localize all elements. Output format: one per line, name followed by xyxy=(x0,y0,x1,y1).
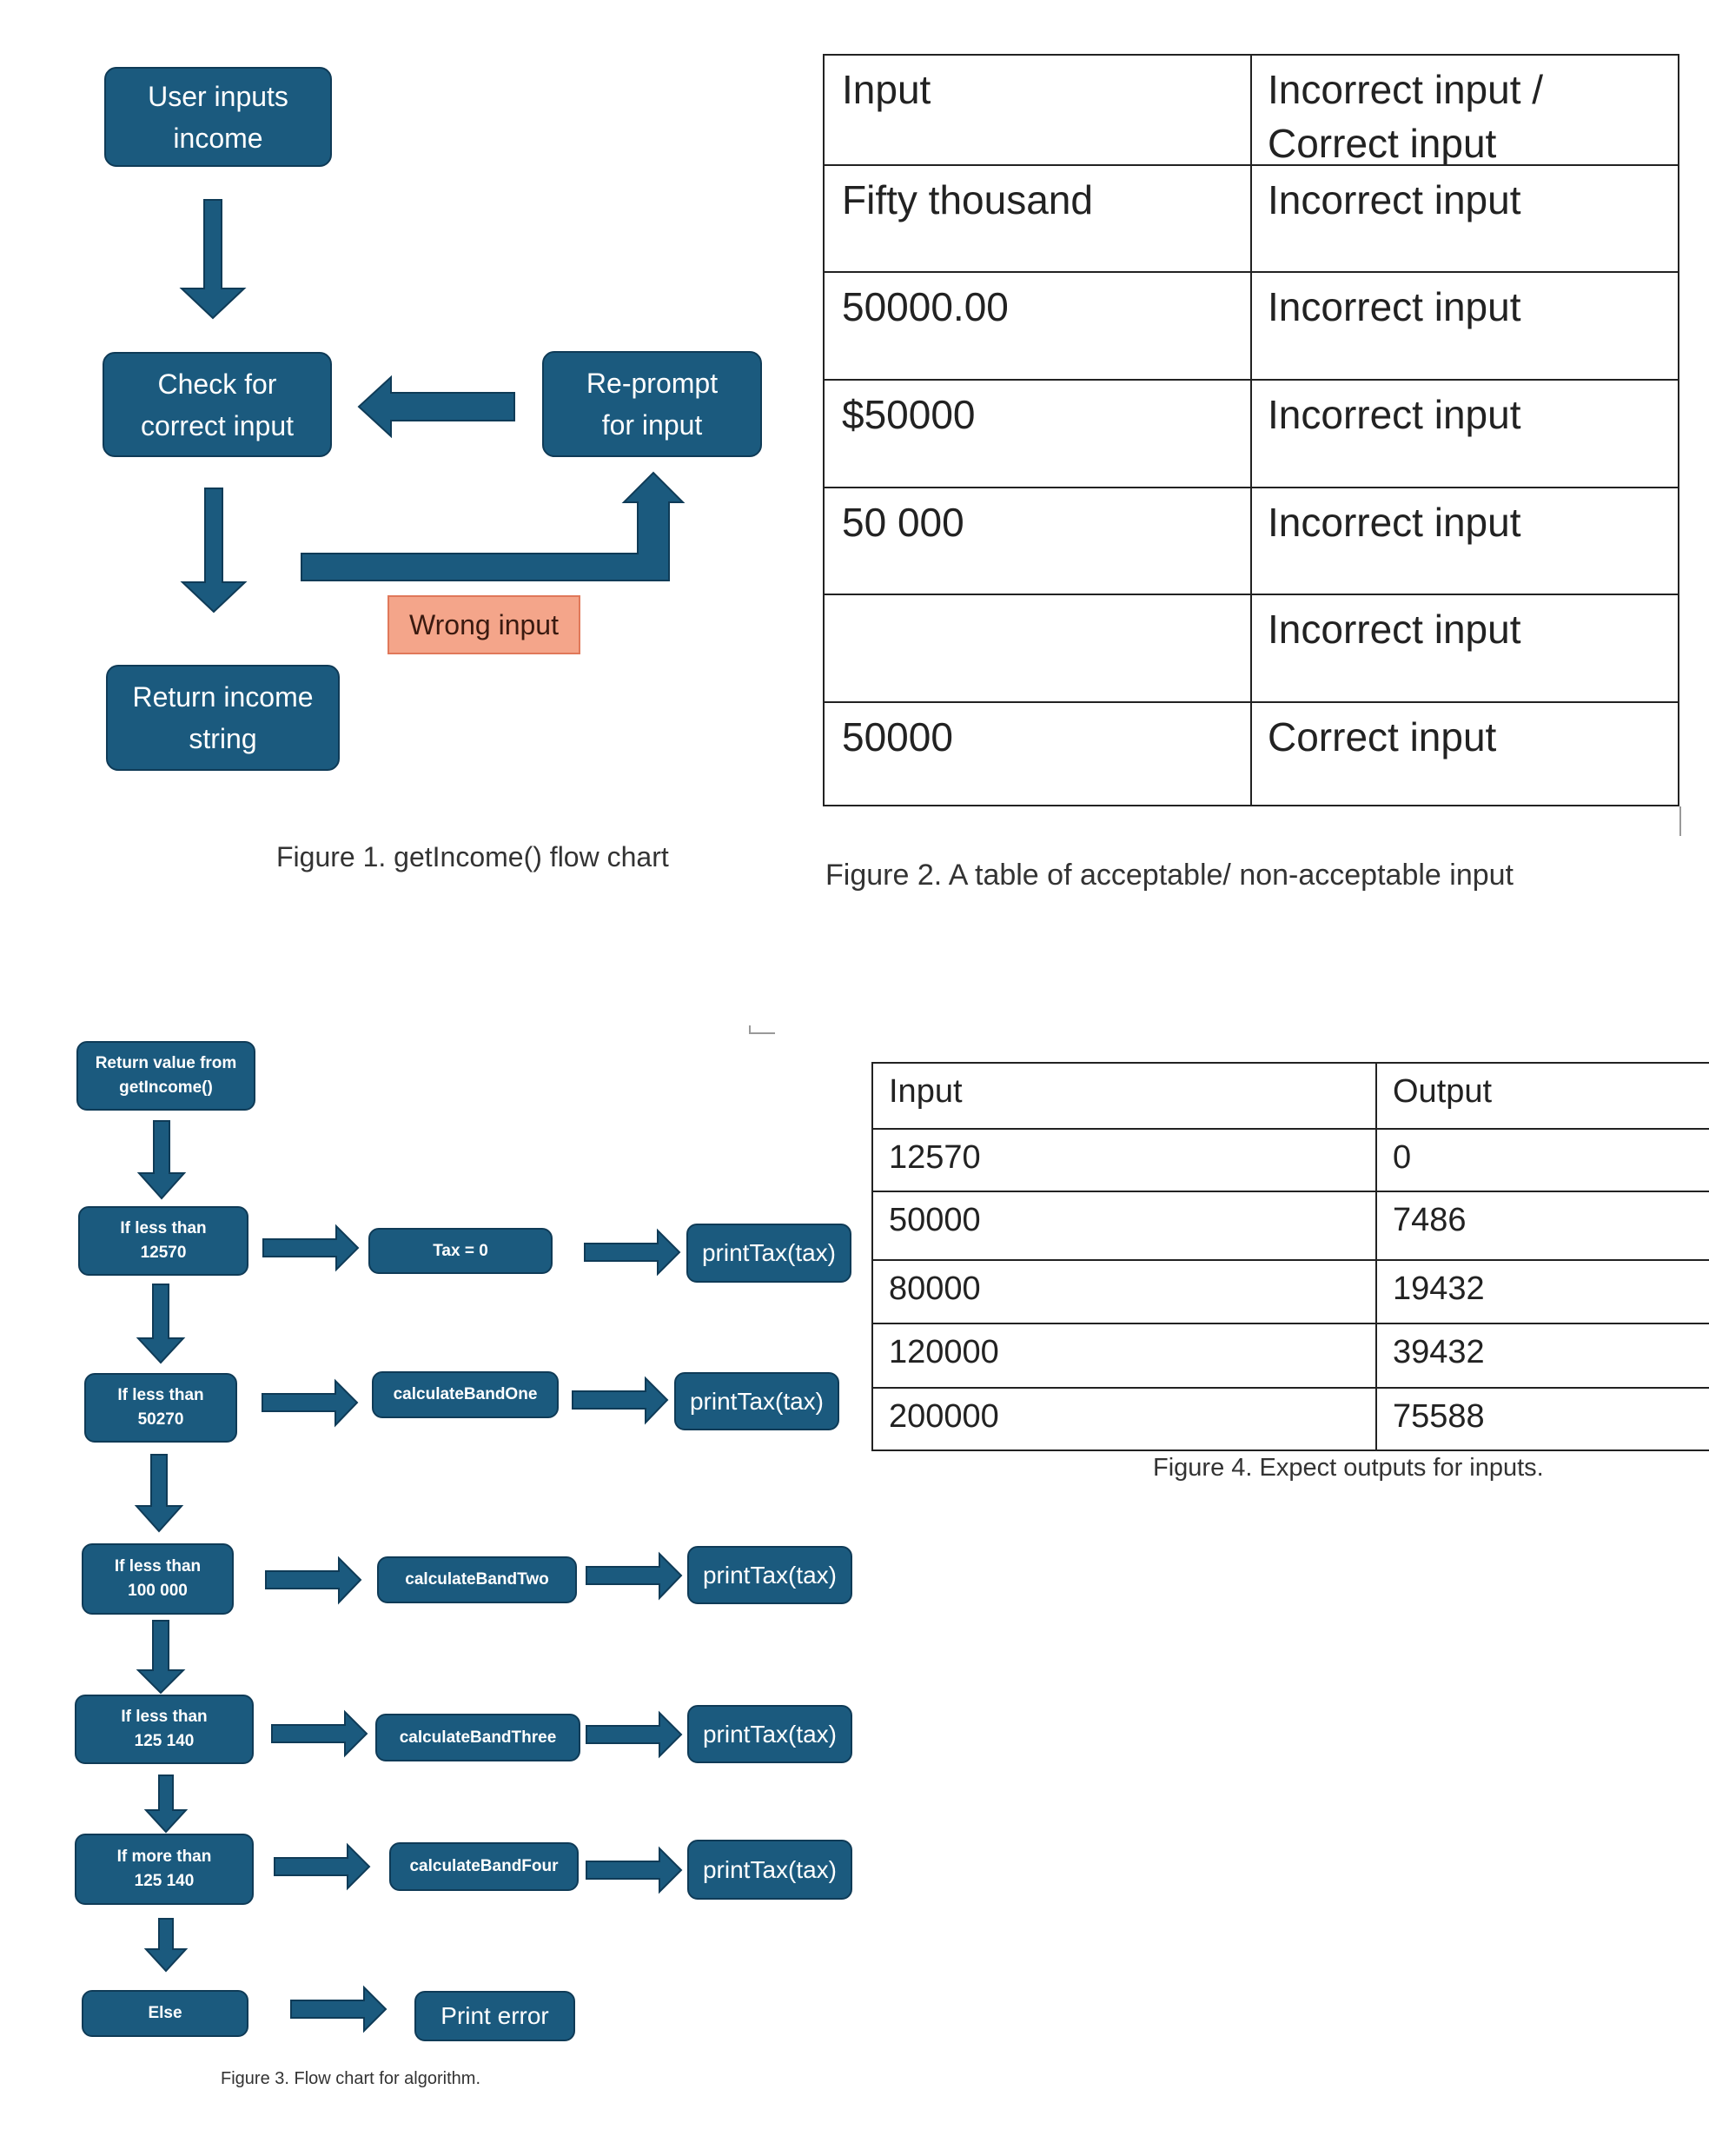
node-condition-5: If more than 125 140 xyxy=(75,1834,254,1905)
node-action-band-four: calculateBandFour xyxy=(389,1842,579,1891)
arrow-right-b4 xyxy=(586,1710,683,1759)
node-action-tax-zero: Tax = 0 xyxy=(368,1228,553,1274)
node-condition-else: Else xyxy=(82,1990,248,2037)
node-output-print-tax-1: printTax(tax) xyxy=(686,1224,851,1283)
cell-output: 19432 xyxy=(1393,1270,1485,1307)
cell-result: Incorrect input xyxy=(1268,284,1521,329)
figure2-caption: Figure 2. A table of acceptable/ non-acc… xyxy=(825,859,1514,892)
cell-input: Fifty thousand xyxy=(825,166,1252,271)
header-input: Input xyxy=(873,1064,1377,1128)
table-row: 80000 19432 xyxy=(873,1261,1709,1324)
figure4-caption: Figure 4. Expect outputs for inputs. xyxy=(1153,1454,1544,1482)
cell-input: $50000 xyxy=(825,381,1252,487)
node-output-print-tax-4: printTax(tax) xyxy=(687,1705,852,1763)
table-row: $50000 Incorrect input xyxy=(825,381,1678,488)
arrow-down-f3-6 xyxy=(143,1918,189,1973)
node-condition-2: If less than 50270 xyxy=(84,1373,237,1443)
figure4-table: Input Output 12570 0 50000 7486 80000 19… xyxy=(871,1062,1709,1451)
node-condition-3: If less than 100 000 xyxy=(82,1543,234,1615)
arrow-down-f3-2 xyxy=(136,1284,186,1364)
arrow-right-a4 xyxy=(271,1709,368,1758)
cell-result: Incorrect input xyxy=(1268,607,1521,652)
header-output: Output xyxy=(1393,1073,1493,1110)
table-row: Fifty thousand Incorrect input xyxy=(825,166,1678,273)
arrow-right-a1 xyxy=(262,1224,360,1272)
table-header-row: Input Incorrect input / Correct input xyxy=(825,56,1678,166)
node-condition-1: If less than 12570 xyxy=(78,1206,248,1276)
cell-input: 50000 xyxy=(825,703,1252,805)
node-action-band-two: calculateBandTwo xyxy=(377,1556,577,1603)
corner-mark xyxy=(749,1032,775,1034)
table-row: 50000 Correct input xyxy=(825,703,1678,805)
node-reprompt-input: Re-prompt for input xyxy=(542,351,762,457)
table-row: Incorrect input xyxy=(825,595,1678,703)
cell-input: 50000.00 xyxy=(825,273,1252,379)
table-row: 120000 39432 xyxy=(873,1324,1709,1389)
node-action-print-error: Print error xyxy=(414,1991,575,2041)
arrow-down-2 xyxy=(180,488,248,614)
node-condition-4: If less than 125 140 xyxy=(75,1695,254,1764)
label-wrong-input: Wrong input xyxy=(388,595,580,654)
node-return-value: Return value from getIncome() xyxy=(76,1041,255,1111)
cell-result: Correct input xyxy=(1268,714,1497,760)
figure1-caption: Figure 1. getIncome() flow chart xyxy=(276,841,669,872)
arrow-right-a6 xyxy=(290,1985,388,2033)
table-row: 200000 75588 xyxy=(873,1389,1709,1449)
cell-output: 39432 xyxy=(1393,1334,1485,1370)
arrow-right-b3 xyxy=(586,1551,683,1601)
arrow-down-f3-5 xyxy=(143,1775,189,1834)
cell-input: 200000 xyxy=(873,1389,1377,1449)
cell-output: 7486 xyxy=(1393,1202,1467,1238)
arrow-right-a3 xyxy=(265,1556,362,1605)
node-user-inputs-income: User inputs income xyxy=(104,67,332,167)
node-output-print-tax-5: printTax(tax) xyxy=(687,1840,852,1900)
node-output-print-tax-3: printTax(tax) xyxy=(687,1546,852,1604)
node-output-print-tax-2: printTax(tax) xyxy=(674,1372,839,1430)
cell-result: Incorrect input xyxy=(1268,500,1521,545)
figure3-caption: Figure 3. Flow chart for algorithm. xyxy=(221,2069,480,2088)
arrow-left-reprompt xyxy=(357,375,515,439)
cell-output: 0 xyxy=(1393,1139,1412,1176)
cell-result: Incorrect input xyxy=(1268,177,1521,222)
node-action-band-one: calculateBandOne xyxy=(372,1371,559,1418)
node-action-band-three: calculateBandThree xyxy=(375,1714,580,1761)
table-corner-mark xyxy=(1679,806,1681,836)
cell-input: 80000 xyxy=(873,1261,1377,1323)
arrow-right-a2 xyxy=(262,1378,359,1428)
table-row: 50000.00 Incorrect input xyxy=(825,273,1678,381)
cell-input: 50 000 xyxy=(825,488,1252,594)
table-row: 12570 0 xyxy=(873,1130,1709,1192)
node-check-correct-input: Check for correct input xyxy=(103,352,332,457)
cell-result: Incorrect input xyxy=(1268,392,1521,437)
arrow-down-f3-4 xyxy=(136,1620,186,1695)
arrow-elbow-wrong-input xyxy=(301,471,686,581)
arrow-down-f3-1 xyxy=(136,1120,187,1200)
arrow-right-b1 xyxy=(584,1228,681,1277)
corner-mark xyxy=(749,1025,751,1034)
table-header-row: Input Output xyxy=(873,1064,1709,1130)
arrow-right-b2 xyxy=(572,1376,669,1425)
arrow-down-f3-3 xyxy=(134,1454,184,1533)
cell-output: 75588 xyxy=(1393,1398,1485,1435)
arrow-right-a5 xyxy=(274,1842,371,1891)
node-return-income-string: Return income string xyxy=(106,665,340,771)
cell-input: 12570 xyxy=(873,1130,1377,1191)
cell-input: 120000 xyxy=(873,1324,1377,1387)
table-row: 50000 7486 xyxy=(873,1192,1709,1261)
header-input: Input xyxy=(825,56,1252,164)
arrow-right-b5 xyxy=(586,1846,683,1894)
figure2-table: Input Incorrect input / Correct input Fi… xyxy=(823,54,1679,806)
table-row: 50 000 Incorrect input xyxy=(825,488,1678,595)
header-result: Incorrect input / Correct input xyxy=(1268,67,1544,164)
cell-input: 50000 xyxy=(873,1192,1377,1259)
cell-input xyxy=(825,595,1252,701)
arrow-down-1 xyxy=(179,199,247,320)
